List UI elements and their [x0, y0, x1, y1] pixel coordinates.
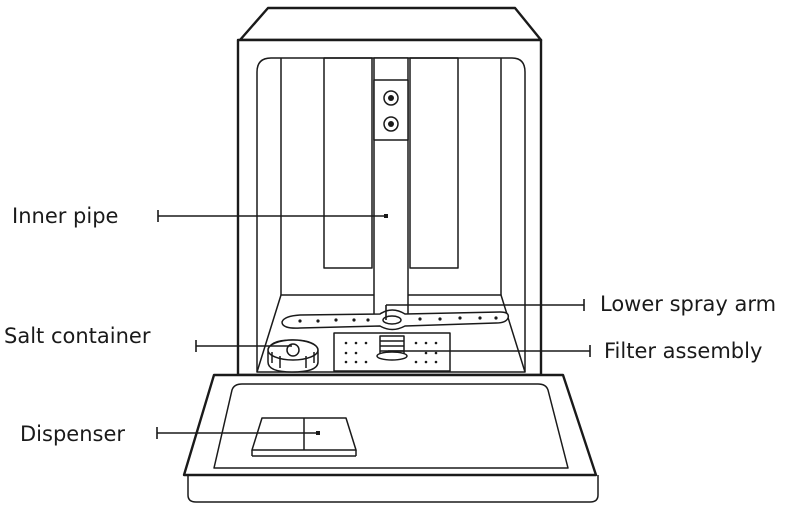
- door-inner-panel: [213, 383, 569, 469]
- salt-container: [267, 339, 319, 373]
- inner-pipe: [373, 57, 409, 321]
- inner-pipe-bracket: [373, 79, 409, 141]
- back-panel-left: [323, 57, 373, 269]
- label-salt-container: Salt container: [4, 324, 151, 348]
- label-filter-assembly: Filter assembly: [604, 339, 762, 363]
- label-inner-pipe: Inner pipe: [12, 204, 118, 228]
- back-panel-right: [409, 57, 459, 269]
- lower-spray-arm: [281, 309, 510, 331]
- pipe-screw-top: [383, 90, 399, 106]
- salt-cap-center: [286, 343, 300, 357]
- pipe-screw-top-center: [388, 95, 394, 101]
- dispenser: [251, 417, 357, 457]
- salt-cap-top: [267, 339, 319, 361]
- dishwasher-door: [182, 373, 599, 503]
- filter-base: [376, 351, 408, 361]
- door-edge: [187, 475, 599, 503]
- pipe-screw-bottom: [383, 116, 399, 132]
- filter-plate: [333, 332, 451, 372]
- door-outer: [182, 373, 598, 477]
- spray-arm-hub: [382, 315, 402, 325]
- cabinet-top: [238, 6, 543, 42]
- inner-tub: [256, 57, 526, 373]
- label-lower-spray-arm: Lower spray arm: [600, 292, 776, 316]
- label-dispenser: Dispenser: [20, 422, 125, 446]
- filter-plate-holes: [344, 341, 438, 364]
- leader-lines: [156, 210, 591, 439]
- spray-arm-holes: [298, 316, 498, 323]
- spray-arm-body: [281, 309, 510, 331]
- filter-assembly: [376, 335, 408, 361]
- pipe-screw-bottom-center: [388, 121, 394, 127]
